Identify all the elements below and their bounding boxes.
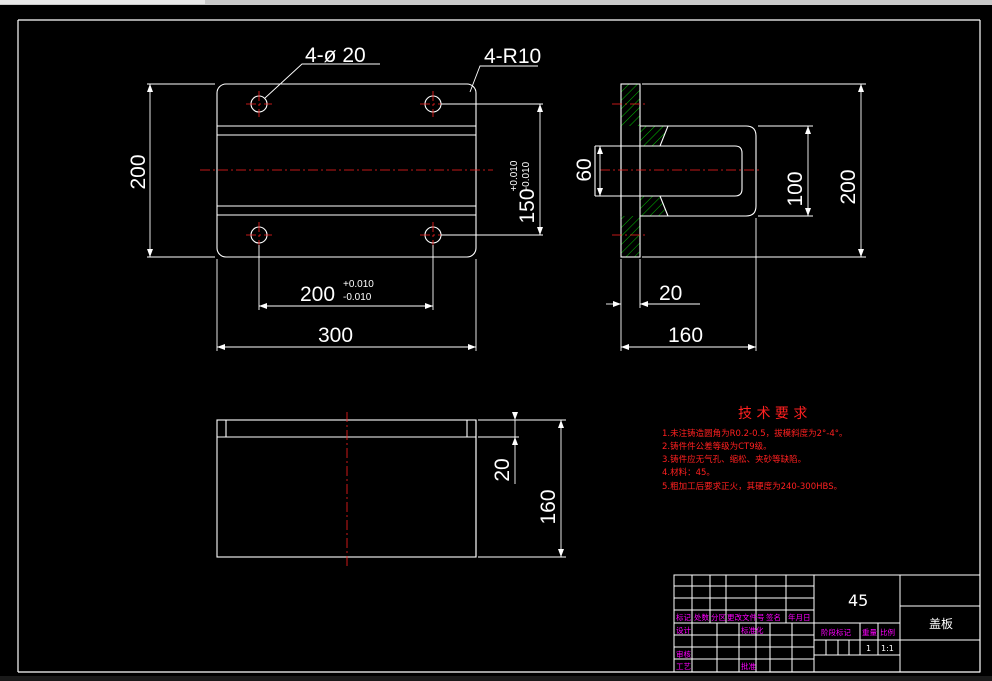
hole-spacing-v-tol-upper: +0.010 (509, 160, 520, 191)
plate-outline (216, 83, 477, 258)
material-value: 45 (848, 591, 868, 610)
label-count: 处数 (694, 612, 709, 622)
top-thickness-dim: 20 (491, 458, 514, 481)
hole-spacing-v-tol-lower: -0.010 (521, 161, 532, 190)
title-block: 45 盖板 标记 处数 分区 更改文件号 签名 年月日 设计 标准化 审核 工艺… (673, 574, 981, 673)
slot-dim: 60 (573, 158, 596, 181)
hole-spacing-v-dim: 150 (516, 188, 539, 223)
front-view: 4-ø 20 4-R10 200 150 +0.010 -0.010 200 +… (127, 44, 543, 351)
requirement-item: 1.未注铸造圆角为R0.2-0.5，拔模斜度为2°-4°。 (662, 428, 848, 439)
requirement-item: 2.铸件件公差等级为CT9级。 (662, 441, 772, 452)
requirement-item: 5.粗加工后要求正火，其硬度为240-300HBS。 (662, 481, 842, 492)
drawing-frame (17, 19, 981, 673)
label-weight: 重量 (862, 628, 877, 637)
hole-spacing-h-tol-upper: +0.010 (343, 279, 374, 290)
weight-value: 1 (866, 644, 871, 653)
label-review: 审核 (676, 649, 691, 659)
window-strip (0, 0, 992, 5)
side-view: 60 100 200 20 160 (573, 83, 866, 351)
front-width-dim: 300 (318, 324, 353, 347)
part-name: 盖板 (929, 617, 953, 631)
inner-dim: 100 (784, 171, 807, 206)
label-change-doc: 更改文件号 (727, 612, 765, 622)
scale-value: 1:1 (881, 644, 894, 653)
label-design: 设计 (676, 625, 691, 635)
bottom-strip (0, 676, 992, 681)
requirements-title: 技 术 要 求 (738, 406, 807, 422)
label-date: 年月日 (788, 612, 811, 622)
radius-label: 4-R10 (484, 45, 541, 68)
label-mark: 标记 (676, 612, 691, 622)
label-process: 工艺 (676, 662, 691, 671)
hole-spacing-h-tol-lower: -0.010 (343, 292, 372, 303)
top-depth-dim: 160 (537, 489, 560, 524)
front-height-dim: 200 (127, 154, 150, 189)
label-approve: 批准 (741, 661, 756, 671)
technical-requirements: 技 术 要 求 1.未注铸造圆角为R0.2-0.5，拔模斜度为2°-4°。 2.… (662, 406, 848, 492)
requirement-item: 3.铸件应无气孔、缩松、夹砂等缺陷。 (662, 454, 806, 465)
requirement-item: 4.材料：45。 (662, 467, 715, 478)
label-scale: 比例 (880, 627, 895, 637)
flange-dim: 20 (659, 282, 682, 305)
label-zone: 分区 (711, 613, 726, 622)
side-depth-dim: 160 (668, 324, 703, 347)
side-height-dim: 200 (837, 169, 860, 204)
label-stage-mark: 阶段标记 (821, 627, 851, 637)
holes-label: 4-ø 20 (305, 44, 366, 67)
hole-spacing-h-dim: 200 (300, 283, 335, 306)
label-standardize: 标准化 (741, 625, 764, 635)
top-view: 20 160 (216, 412, 566, 566)
label-signature: 签名 (766, 612, 781, 622)
